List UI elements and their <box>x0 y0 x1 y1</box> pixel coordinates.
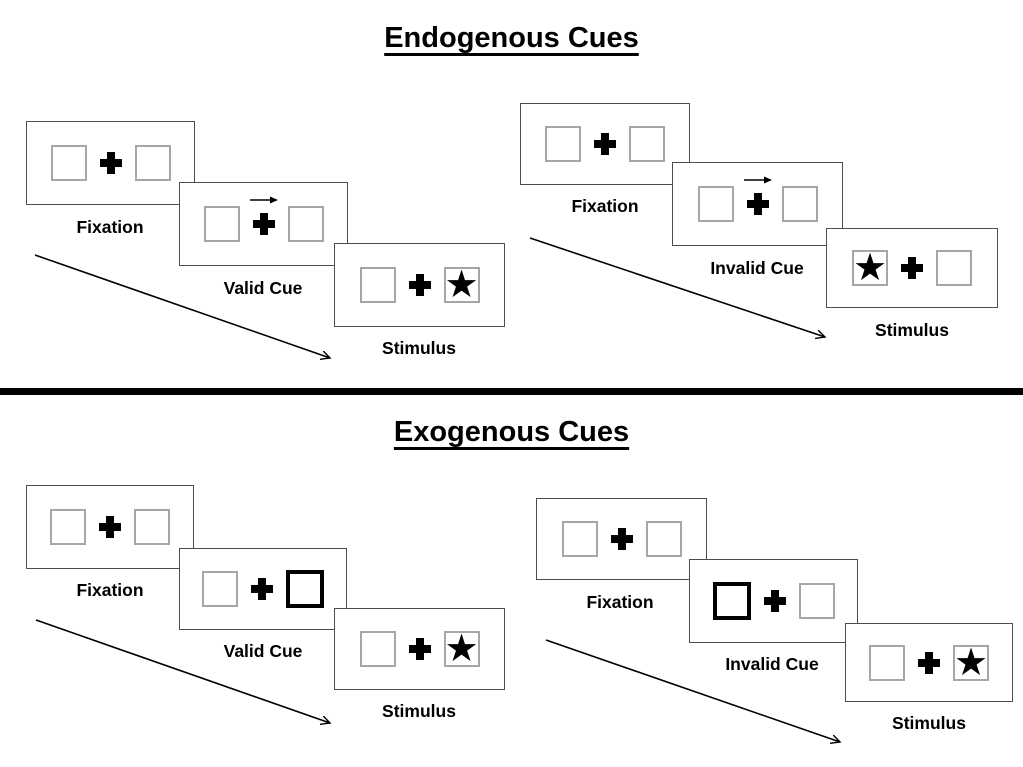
plus-icon <box>918 651 940 674</box>
section-title-endogenous: Endogenous Cues <box>384 22 639 54</box>
step-label: Invalid Cue <box>725 654 819 674</box>
step-label: Fixation <box>571 196 639 216</box>
step-label: Valid Cue <box>223 641 303 661</box>
left-box <box>50 145 87 181</box>
right-box <box>645 521 682 557</box>
step-label: Fixation <box>76 217 144 237</box>
plus-icon <box>594 133 616 155</box>
plus-icon <box>249 196 278 235</box>
step-label: Stimulus <box>892 713 966 733</box>
plus-icon <box>743 176 772 215</box>
plus-icon <box>99 152 122 174</box>
step-label: Stimulus <box>875 320 949 340</box>
star-icon: ★ <box>444 626 479 670</box>
right-box <box>134 509 170 545</box>
sequence-arrow-endogenous-valid <box>34 254 330 358</box>
fixation-card <box>26 485 194 569</box>
cue-card <box>689 559 858 643</box>
fixation-card <box>26 121 195 205</box>
right-box <box>936 250 972 286</box>
left-box: ★ <box>852 245 888 289</box>
section-divider <box>0 388 1023 395</box>
stimulus-card: ★ <box>334 608 505 690</box>
right-box <box>287 206 324 242</box>
star-icon: ★ <box>953 639 989 684</box>
right-box <box>629 126 665 162</box>
left-box <box>202 571 238 607</box>
right-box: ★ <box>953 639 989 684</box>
stimulus-card: ★ <box>826 228 998 308</box>
plus-icon <box>251 578 273 600</box>
plus-icon <box>408 274 431 296</box>
step-label: Valid Cue <box>223 278 303 298</box>
right-box: ★ <box>443 626 480 670</box>
section-title-exogenous: Exogenous Cues <box>393 416 630 448</box>
left-box <box>697 186 734 222</box>
star-icon: ★ <box>852 245 888 289</box>
fixation-card <box>520 103 690 185</box>
step-label: Invalid Cue <box>710 258 804 278</box>
plus-icon <box>901 257 923 279</box>
cue-card <box>179 548 347 630</box>
fixation-card <box>536 498 707 580</box>
right-arrow-icon <box>743 176 772 184</box>
step-label: Stimulus <box>382 338 456 358</box>
right-arrow-icon <box>249 196 278 204</box>
cue-card <box>179 182 348 266</box>
left-box <box>561 521 598 557</box>
step-label: Stimulus <box>382 701 456 721</box>
right-box <box>798 583 835 619</box>
plus-icon <box>610 528 633 550</box>
right-box-bold-cue <box>286 570 324 608</box>
step-label: Fixation <box>586 592 654 612</box>
stimulus-card: ★ <box>845 623 1013 702</box>
left-box <box>50 509 86 545</box>
stimulus-card: ★ <box>334 243 505 327</box>
left-box <box>359 267 396 303</box>
left-box <box>203 206 240 242</box>
left-box <box>359 631 396 667</box>
cue-card <box>672 162 843 246</box>
right-box <box>134 145 171 181</box>
right-box <box>781 186 818 222</box>
sequence-arrow-endogenous-invalid <box>529 237 825 337</box>
left-box <box>545 126 581 162</box>
step-label: Fixation <box>76 580 144 600</box>
plus-icon <box>763 590 786 612</box>
left-box-bold-cue <box>712 582 751 620</box>
right-box: ★ <box>443 262 480 306</box>
plus-icon <box>408 638 431 660</box>
star-icon: ★ <box>444 262 479 306</box>
left-box <box>869 644 905 681</box>
plus-icon <box>99 516 121 538</box>
sequence-arrow-exogenous-valid <box>35 619 330 723</box>
